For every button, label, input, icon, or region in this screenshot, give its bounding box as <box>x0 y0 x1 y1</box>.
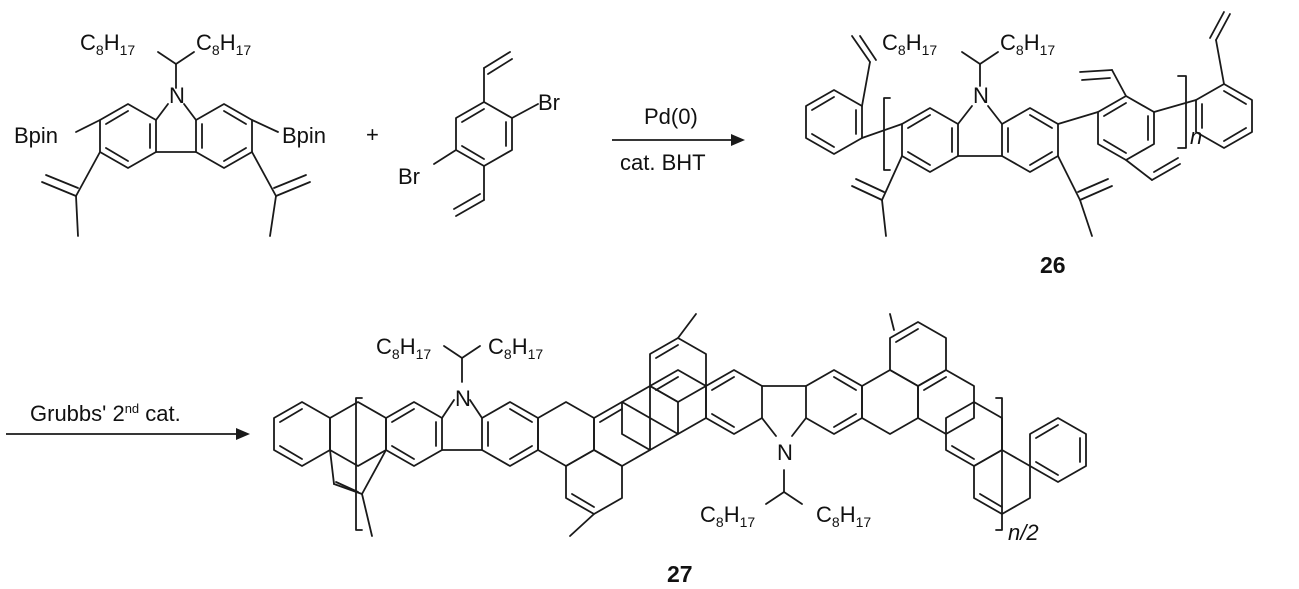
plus-sign: + <box>366 122 379 147</box>
reactant2-bromo-top: Br <box>538 90 560 115</box>
product26-repeat-n: n <box>1190 124 1203 149</box>
reactant-carbazole-structure <box>41 51 311 237</box>
product-27-structure <box>273 313 1087 537</box>
reactant1-alkyl-right: C8H17 <box>196 30 252 58</box>
product26-alkyl-left: C8H17 <box>882 30 938 58</box>
reaction-arrow-2 <box>6 428 250 440</box>
reactant1-bpin-left: Bpin <box>14 123 59 148</box>
product27-alkyl2-left: C8H17 <box>700 502 756 530</box>
product-26-structure <box>805 11 1253 237</box>
reactant1-nitrogen-label: N <box>169 83 185 108</box>
reactant2-bromo-bottom: Br <box>398 164 420 189</box>
compound-26-label: 26 <box>1040 252 1066 278</box>
reactant1-bpin-right: Bpin <box>282 123 327 148</box>
product27-alkyl1-left: C8H17 <box>376 334 432 362</box>
step1-reagent: Pd(0) <box>644 104 698 129</box>
reactant-dibromodivinylbenzene-structure <box>433 51 539 217</box>
product26-alkyl-right: C8H17 <box>1000 30 1056 58</box>
reaction-arrow-1 <box>612 134 745 146</box>
product27-nitrogen-top: N <box>455 386 471 411</box>
product27-nitrogen-bottom: N <box>777 440 793 465</box>
reactant1-alkyl-left: C8H17 <box>80 30 136 58</box>
product27-alkyl2-right: C8H17 <box>816 502 872 530</box>
product27-repeat-n-half: n/2 <box>1008 520 1039 545</box>
product27-alkyl1-right: C8H17 <box>488 334 544 362</box>
step1-additive: cat. BHT <box>620 150 706 175</box>
compound-27-label: 27 <box>667 561 693 587</box>
step2-catalyst: Grubbs' 2nd cat. <box>30 401 181 426</box>
product26-nitrogen-label: N <box>973 83 989 108</box>
